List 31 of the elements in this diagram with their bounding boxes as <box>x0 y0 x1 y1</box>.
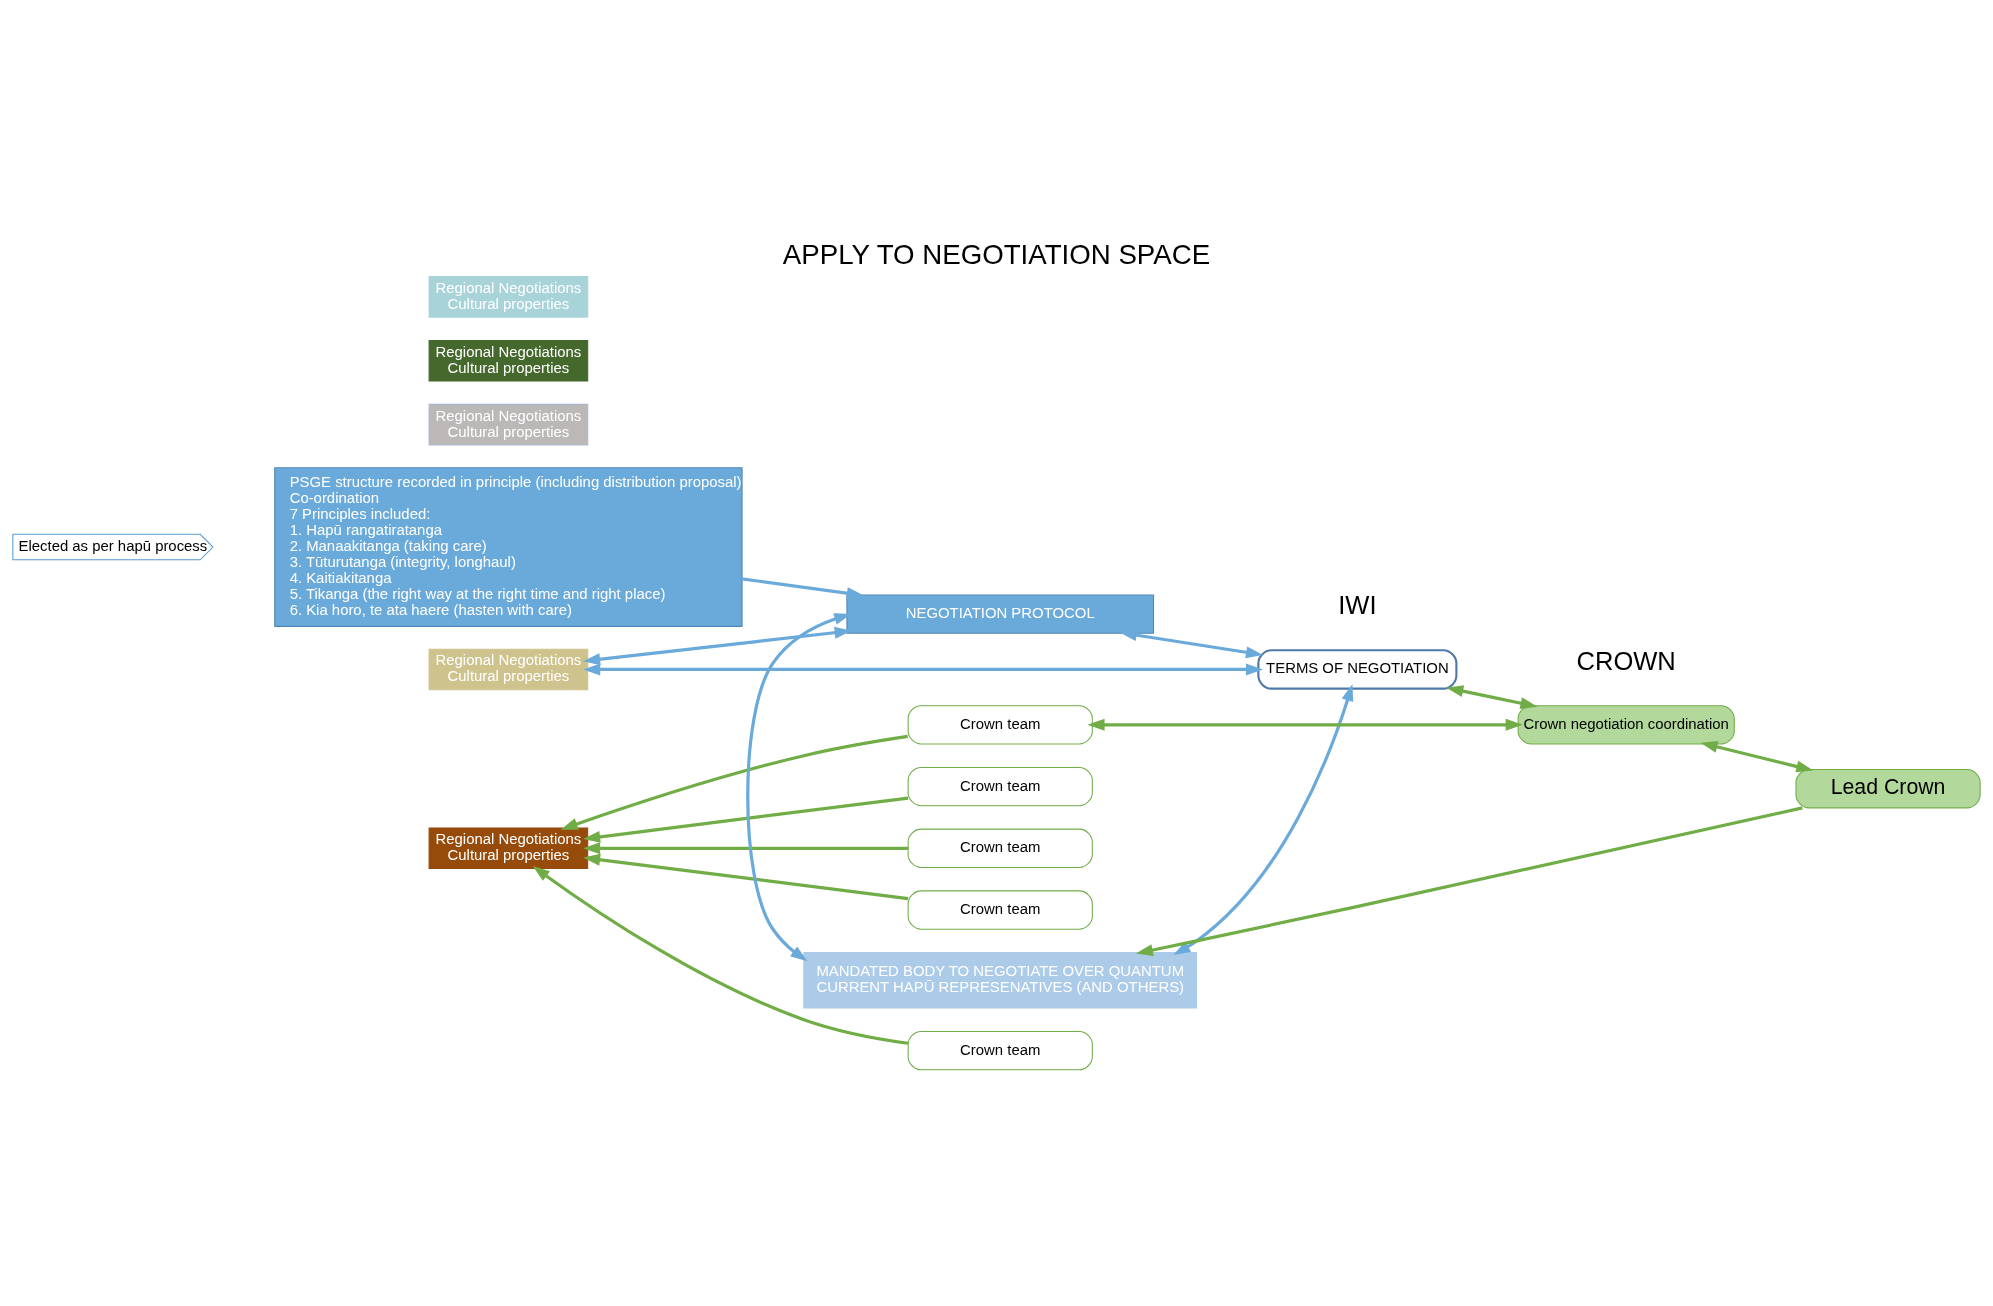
node-box: Regional Negotiations Cultural properties <box>428 403 589 445</box>
node-box: MANDATED BODY TO NEGOTIATE OVER QUANTUM CURRENT HAPŪ REPRESENATIVES (AND OTHERS) <box>803 951 1198 1009</box>
node-box: Regional Negotiations Cultural properties <box>428 648 589 690</box>
arrow <box>560 734 908 830</box>
node-box: PSGE structure recorded in principle (including distribution proposal) Co-ordination 7 Principles included: 1. Hapū rangatiratanga 2. Manaakitanga (taking care) 3. Tūturutanga (integrity, longhaul) 4. Kaitiakitanga 5. Tikanga (the right way at the right time and right place) 6. Kia horo, te ata haere (hasten with care) <box>274 466 743 627</box>
node-box: Regional Negotiations Cultural properties <box>428 339 589 381</box>
arrow <box>1446 684 1538 709</box>
label: CROWN <box>1576 646 1676 675</box>
node-box: NEGOTIATION PROTOCOL <box>846 593 1155 634</box>
arrow <box>532 865 909 1045</box>
arrow <box>583 853 909 900</box>
arrow <box>741 576 864 599</box>
arrow <box>583 663 1263 675</box>
node-box: TERMS OF NEGOTIATION <box>1257 648 1458 690</box>
arrow <box>1135 805 1803 956</box>
arrow <box>583 841 909 854</box>
arrow <box>1087 718 1523 731</box>
node-box: Regional Negotiations Cultural properties <box>428 827 589 869</box>
node-box: Crown team <box>907 828 1093 868</box>
label: IWI <box>1338 590 1377 619</box>
diagram-title: APPLY TO NEGOTIATION SPACE <box>782 238 1211 270</box>
node-box: Regional Negotiations Cultural properties <box>428 275 589 318</box>
arrow <box>1173 683 1354 955</box>
node-box: Crown team <box>907 889 1093 930</box>
arrow <box>1700 740 1814 772</box>
arrow <box>583 795 909 843</box>
node-box: Crown team <box>907 766 1093 806</box>
node-box: Crown negotiation coordination <box>1517 704 1735 744</box>
node-box: Crown team <box>907 704 1093 744</box>
node-box: Crown team <box>907 1030 1093 1070</box>
node-box: Lead Crown <box>1795 768 1981 808</box>
